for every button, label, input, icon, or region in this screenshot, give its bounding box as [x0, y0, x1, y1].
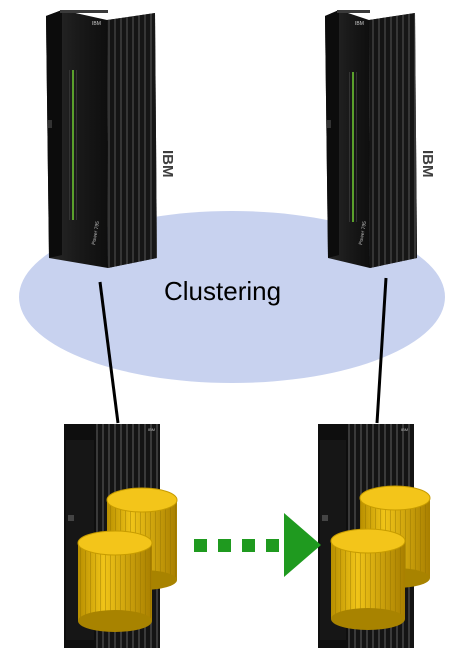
server-right-model: Power 795: [358, 221, 368, 246]
server-right: IBM Power 795 IBM: [325, 10, 436, 268]
storage-right-brand: IBM: [401, 427, 408, 432]
server-left: IBM Power 795 IBM: [46, 10, 176, 268]
server-accent-stripe: [72, 70, 74, 220]
connection-line-left: [98, 281, 120, 424]
connection-line-right: [375, 277, 388, 424]
server-left-model: Power 795: [91, 221, 101, 246]
server-left-brand: IBM: [92, 21, 101, 27]
disk-stack-left: [77, 487, 178, 632]
server-left-side-logo: IBM: [159, 150, 176, 178]
server-right-brand: IBM: [355, 21, 364, 27]
replication-arrow-icon: [194, 513, 321, 577]
server-accent-stripe: [352, 72, 354, 222]
storage-left-brand: IBM: [148, 427, 155, 432]
server-right-side-logo: IBM: [419, 150, 436, 178]
cluster-label: Clustering: [164, 276, 281, 306]
disk-stack-right: [330, 485, 431, 630]
